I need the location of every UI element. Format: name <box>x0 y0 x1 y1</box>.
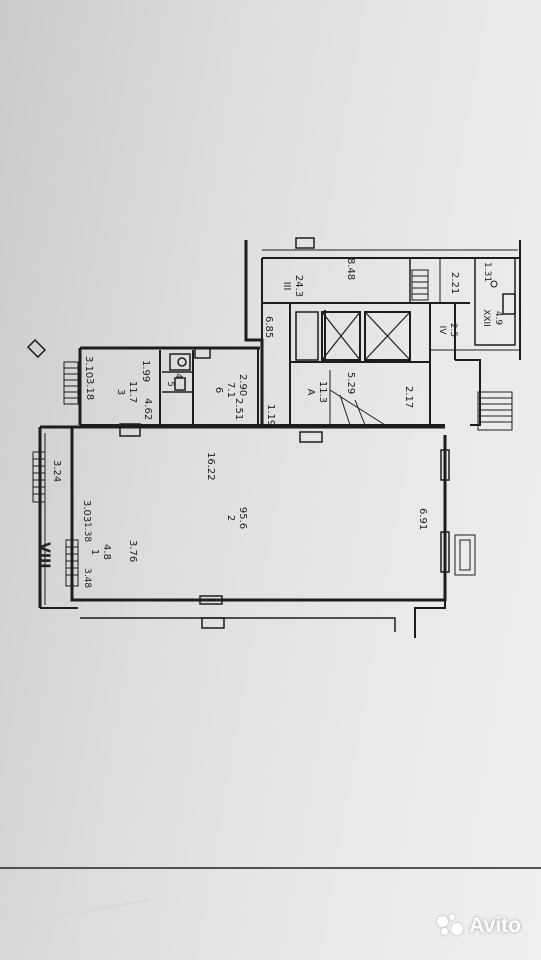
room-III-number: III <box>281 282 292 291</box>
room-III-area: 24.3 <box>293 275 304 297</box>
dim-4-62: 4.62 <box>142 398 153 420</box>
room-1-area: 4.8 <box>101 544 112 560</box>
dim-2-21: 2.21 <box>449 272 460 294</box>
room-5-number: 5 <box>165 381 175 387</box>
dim-3-48: 3.48 <box>82 568 92 588</box>
dim-1-38: 1.38 <box>82 522 92 542</box>
dim-2-17: 2.17 <box>403 386 414 408</box>
avito-watermark: Avito <box>437 914 521 938</box>
windows-doors <box>119 237 516 629</box>
dim-3-10: 3.10 <box>83 356 94 378</box>
dim-2-51: 2.51 <box>233 398 244 420</box>
dimension-labels: 3.10 1.99 3.18 4.62 2.90 2.51 6.85 1.19 … <box>51 258 492 588</box>
room-6-number: 6 <box>213 387 224 393</box>
room-A-area: 11.3 <box>317 381 328 403</box>
room-IV-number: IV <box>437 326 447 336</box>
room-IV-area: 2.5 <box>448 323 458 337</box>
dim-1-19: 1.19 <box>265 404 276 426</box>
dim-16-22: 16.22 <box>205 452 216 481</box>
dim-1-31: 1.31 <box>482 262 492 282</box>
dim-3-24: 3.24 <box>51 460 62 482</box>
room-XXII-number: XXII <box>481 309 491 327</box>
room-1-number: 1 <box>89 549 100 555</box>
room-A-number: A <box>305 389 316 396</box>
dim-3-18: 3.18 <box>84 378 95 400</box>
dim-2-90: 2.90 <box>237 374 248 396</box>
dim-1-99: 1.99 <box>140 360 151 382</box>
room-labels: 1 4.8 2 95.6 3 11.7 4 5 6 7.1 III 24.3 I… <box>89 275 503 560</box>
avito-brand-text: Avito <box>469 914 521 937</box>
room-4-number: 4 <box>173 373 183 379</box>
room-2-number: 2 <box>225 515 236 521</box>
walls <box>38 240 521 638</box>
dim-8-48: 8.48 <box>345 258 356 280</box>
dim-6-91: 6.91 <box>417 508 428 530</box>
dim-3-76: 3.76 <box>127 540 138 562</box>
meter-symbol <box>26 338 47 359</box>
elevator-shafts <box>321 311 411 361</box>
dim-5-29: 5.29 <box>345 372 356 394</box>
pen-mark <box>19 899 149 926</box>
room-3-area: 11.7 <box>127 381 138 403</box>
section-label: VIII <box>36 542 52 568</box>
room-XXII-area: 4.9 <box>493 311 503 326</box>
drain-symbol <box>490 280 498 288</box>
dim-3-03: 3.03 <box>81 500 92 522</box>
room-3-number: 3 <box>115 389 126 395</box>
avito-logo-icon <box>437 914 464 938</box>
dim-6-85: 6.85 <box>263 316 274 338</box>
room-2-area: 95.6 <box>237 507 248 529</box>
room-6-area: 7.1 <box>225 382 236 398</box>
stairs <box>32 269 513 587</box>
